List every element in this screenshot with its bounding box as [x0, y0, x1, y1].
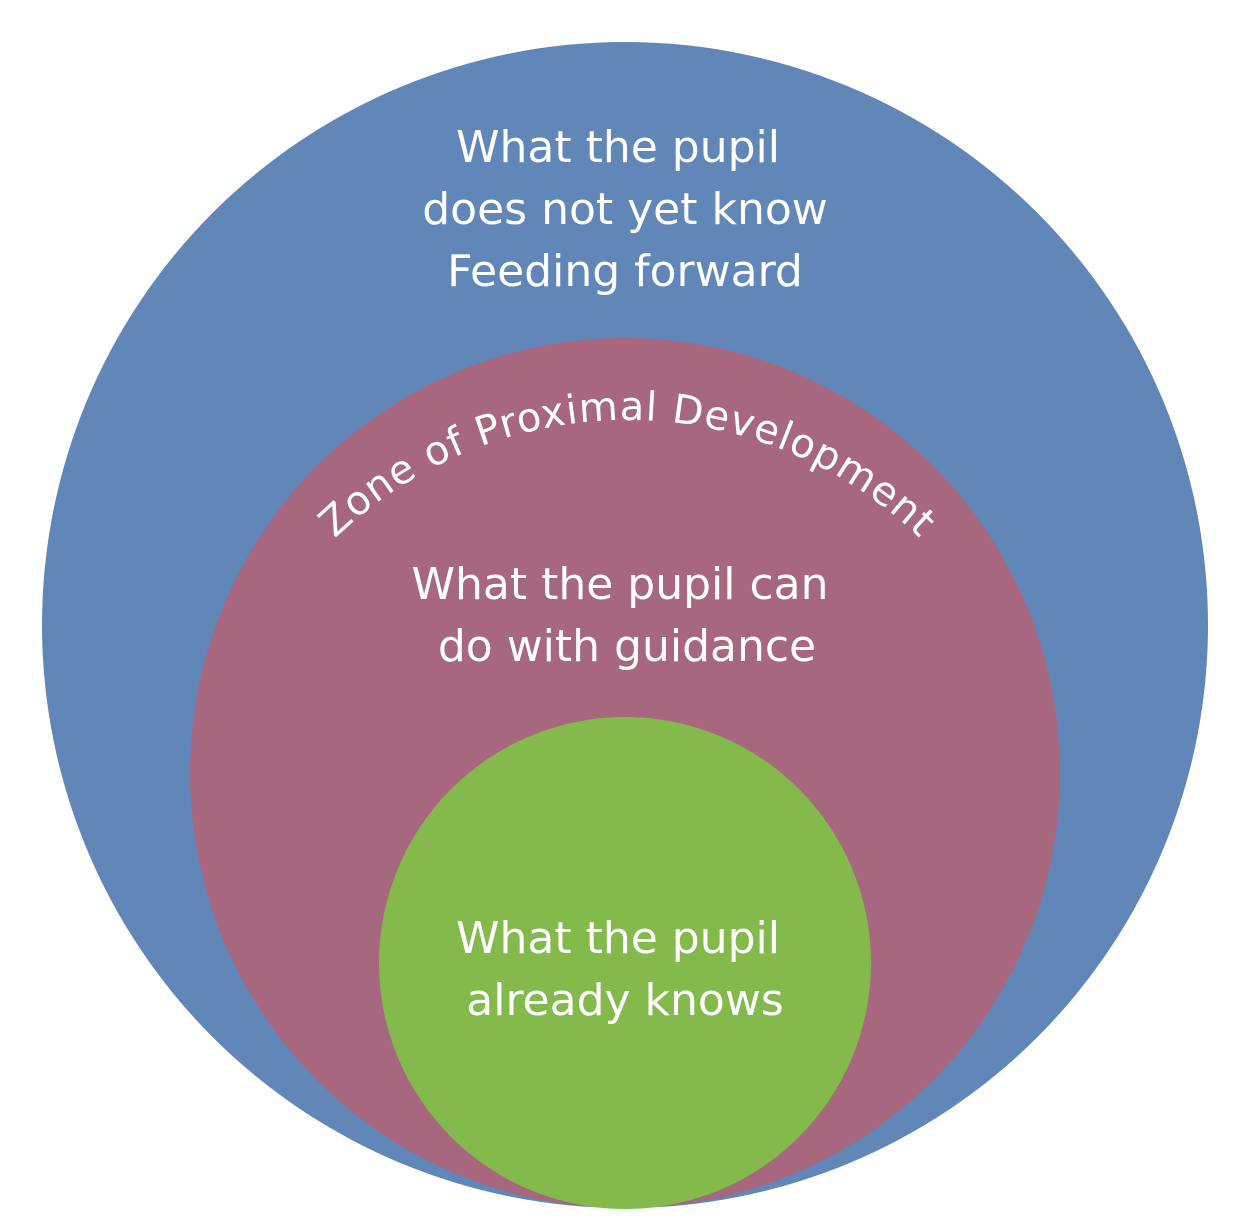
outer-label-line-2: does not yet know — [422, 184, 828, 235]
outer-label-line-1: What the pupil — [456, 122, 780, 173]
inner-label-line-2: already knows — [466, 975, 784, 1026]
inner-circle-already-knows — [379, 717, 871, 1209]
middle-label-line-1: What the pupil can — [411, 559, 828, 610]
outer-label-line-3: Feeding forward — [447, 246, 803, 297]
middle-label-line-2: do with guidance — [438, 621, 816, 672]
inner-label-line-1: What the pupil — [456, 913, 780, 964]
